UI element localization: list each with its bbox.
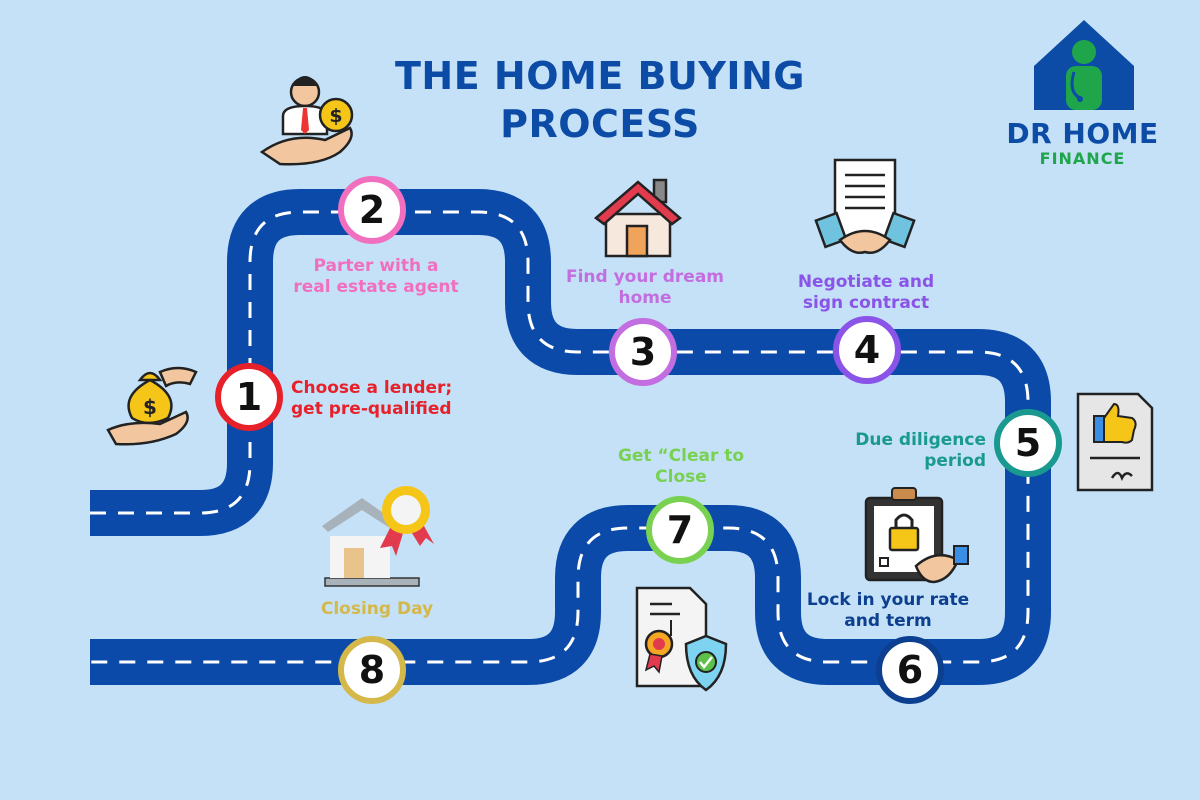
house-icon bbox=[594, 178, 682, 258]
step-5-number: 5 bbox=[994, 409, 1062, 477]
title-line-1: THE HOME BUYING bbox=[395, 54, 805, 98]
svg-text:$: $ bbox=[329, 105, 342, 127]
step-7-label-line-1: Get “Clear to bbox=[617, 446, 745, 466]
page-title: THE HOME BUYING PROCESS bbox=[360, 52, 840, 148]
step-1-label-line-2: get pre-qualified bbox=[291, 399, 452, 419]
money-bag-hand-icon: $ bbox=[106, 366, 198, 446]
agent-with-coin-icon: $ bbox=[259, 76, 354, 166]
step-3-number-text: 3 bbox=[629, 330, 657, 374]
contract-handshake-icon bbox=[814, 158, 916, 254]
step-1-number-text: 1 bbox=[235, 375, 263, 419]
step-7-label: Get “Clear to Close bbox=[581, 446, 781, 488]
step-6-label-line-1: Lock in your rate bbox=[806, 590, 970, 610]
step-6-label-line-2: and term bbox=[844, 611, 932, 631]
step-8-label: Closing Day bbox=[277, 599, 477, 620]
step-3-number: 3 bbox=[609, 318, 677, 386]
step-4-label-line-2: sign contract bbox=[802, 293, 930, 313]
step-6-number-text: 6 bbox=[896, 648, 924, 692]
step-2-label: Parter with a real estate agent bbox=[276, 256, 476, 298]
step-4-label: Negotiate and sign contract bbox=[766, 272, 966, 314]
step-8-number: 8 bbox=[338, 636, 406, 704]
step-1-label-line-1: Choose a lender; bbox=[291, 378, 453, 398]
title-line-2: PROCESS bbox=[500, 102, 700, 146]
logo-house-icon bbox=[1034, 20, 1134, 110]
step-8-label-line-1: Closing Day bbox=[320, 599, 434, 619]
house-award-icon bbox=[322, 486, 434, 587]
step-8-number-text: 8 bbox=[358, 648, 386, 692]
step-7-number-text: 7 bbox=[666, 508, 694, 552]
step-7-number: 7 bbox=[646, 496, 714, 564]
step-3-label: Find your dream home bbox=[545, 267, 745, 309]
approval-document-icon bbox=[1076, 392, 1154, 492]
step-4-label-line-1: Negotiate and bbox=[797, 272, 935, 292]
step-1-label: Choose a lender; get pre-qualified bbox=[291, 378, 452, 420]
step-2-number: 2 bbox=[338, 176, 406, 244]
step-3-label-line-2: home bbox=[618, 288, 672, 308]
step-6-number: 6 bbox=[876, 636, 944, 704]
step-2-number-text: 2 bbox=[358, 188, 386, 232]
locked-clipboard-handshake-icon bbox=[864, 487, 969, 584]
step-1-number: 1 bbox=[215, 363, 283, 431]
step-5-label-line-1: Due diligence bbox=[855, 430, 986, 450]
step-5-number-text: 5 bbox=[1014, 421, 1042, 465]
logo-name: DR HOME bbox=[1006, 117, 1159, 150]
step-4-number-text: 4 bbox=[853, 328, 881, 372]
step-4-number: 4 bbox=[833, 316, 901, 384]
logo-subtitle: FINANCE bbox=[1039, 149, 1126, 168]
svg-text:$: $ bbox=[143, 395, 157, 419]
step-2-label-line-2: real estate agent bbox=[293, 277, 459, 297]
certificate-shield-icon bbox=[635, 586, 728, 692]
logo: DR HOME FINANCE bbox=[990, 118, 1175, 168]
step-6-label: Lock in your rate and term bbox=[788, 590, 988, 632]
step-2-label-line-1: Parter with a bbox=[313, 256, 439, 276]
step-5-label: Due diligence period bbox=[806, 430, 986, 472]
step-3-label-line-1: Find your dream bbox=[565, 267, 725, 287]
road-lane-dashes bbox=[90, 210, 1030, 664]
step-7-label-line-2: Close bbox=[655, 467, 707, 487]
step-5-label-line-2: period bbox=[924, 451, 986, 471]
